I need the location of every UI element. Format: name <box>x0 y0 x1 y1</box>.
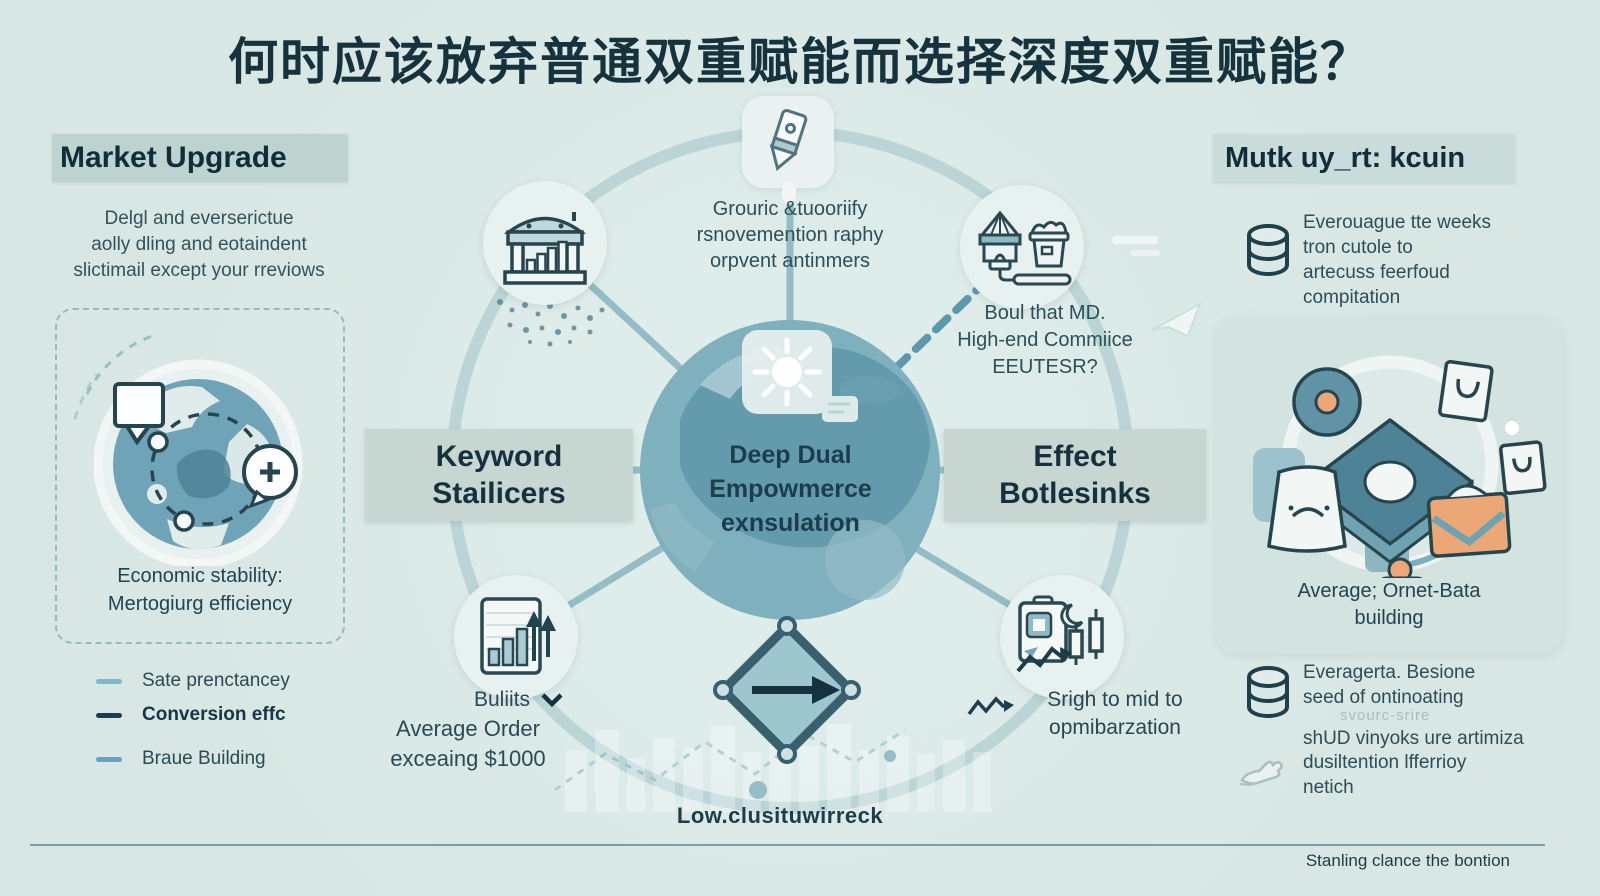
card-caption: Economic stability: Mertogiurg efficienc… <box>107 565 293 615</box>
keyword-label-box: Keyword Stailicers <box>365 429 633 521</box>
legend-label: Sate prenctancey <box>142 670 290 691</box>
panel-caption: Average; Ornet-Bata building <box>1297 580 1481 629</box>
legend-dash <box>96 756 122 762</box>
gift-box-icon <box>1426 484 1512 558</box>
left-section-heading: Market Upgrade <box>52 134 348 182</box>
zigzag-trend-icon <box>967 696 1014 716</box>
growth-caption: Srigh to mid to opmibarzation <box>1047 688 1183 739</box>
commerce-collage-icon <box>1253 355 1547 578</box>
left-paragraph: Delgl and everserictue aolly dling and e… <box>73 208 325 281</box>
chevron-down-icon <box>541 693 563 708</box>
right-section-heading: Mutk uy_rt: kcuin <box>1213 134 1515 182</box>
sun-icon <box>742 330 858 422</box>
figure-icon <box>1381 557 1423 578</box>
order-caption: Average Order exceaing $1000 <box>390 716 546 771</box>
right-note: dusiltention lfferrioy netich <box>1303 752 1467 798</box>
effect-label-box: Effect Botlesinks <box>944 429 1206 521</box>
shopping-bag-icon <box>1438 359 1494 423</box>
hand-icon <box>1239 760 1283 786</box>
kiosk-cup-icon <box>960 185 1084 309</box>
right-note-faint: svourc-srire <box>1340 707 1431 724</box>
top-caption: Grouric &tuooriify rsnovemention raphy o… <box>696 198 884 272</box>
commerce-panel: Average; Ornet-Bata building <box>1215 316 1563 654</box>
pen-icon <box>742 96 834 204</box>
page-title: 何时应该放弃普通双重赋能而选择深度双重赋能？ <box>228 33 1372 91</box>
right-caption: Boul that MD. High-end Commiice EEUTESR? <box>957 302 1133 378</box>
bottom-caption: Low.clusituwirreck <box>676 803 884 828</box>
legend-dash <box>96 678 122 684</box>
shopping-bag-icon <box>1499 440 1547 496</box>
legend-item: Sate prenctancey <box>96 668 290 694</box>
candlestick-chart-icon <box>1000 575 1124 699</box>
legend-label: Braue Building <box>142 748 266 769</box>
plus-bubble-icon <box>242 444 298 509</box>
bank-chart-icon <box>483 181 607 305</box>
buliits-row: Buliits <box>430 688 610 712</box>
globe-network-icon <box>73 334 303 566</box>
donut-icon <box>1292 367 1362 437</box>
footer-divider <box>30 844 1545 846</box>
right-paragraph: Everouague tte weeks tron cutole to arte… <box>1303 212 1492 308</box>
paper-plane-icon <box>1151 301 1202 338</box>
database-icon <box>1247 224 1289 277</box>
hub-label: Deep Dual Empowmerce exnsulation <box>709 441 872 537</box>
buliits-label: Buliits <box>473 688 531 711</box>
right-note: shUD vinyoks ure artimiza <box>1303 728 1524 749</box>
legend-item: Braue Building <box>96 746 266 772</box>
skyline-decoration <box>554 724 991 812</box>
legend-dash <box>96 712 122 718</box>
hub-diagram <box>386 114 1202 826</box>
legend-item: Conversion effc <box>96 702 286 728</box>
tote-bag-icon <box>1267 465 1347 553</box>
speech-bubble-icon <box>113 382 165 446</box>
footer-note: Stanling clance the bontion <box>1305 851 1510 870</box>
document-growth-icon <box>454 575 578 699</box>
database-icon <box>1247 666 1289 719</box>
diamond-arrow-icon <box>713 616 861 764</box>
dot-spray-decoration <box>497 299 605 347</box>
right-note: Everagerta. Besione seed of ontinoating <box>1303 662 1476 708</box>
legend-label: Conversion effc <box>142 704 286 725</box>
market-card: Economic stability: Mertogiurg efficienc… <box>55 308 345 644</box>
